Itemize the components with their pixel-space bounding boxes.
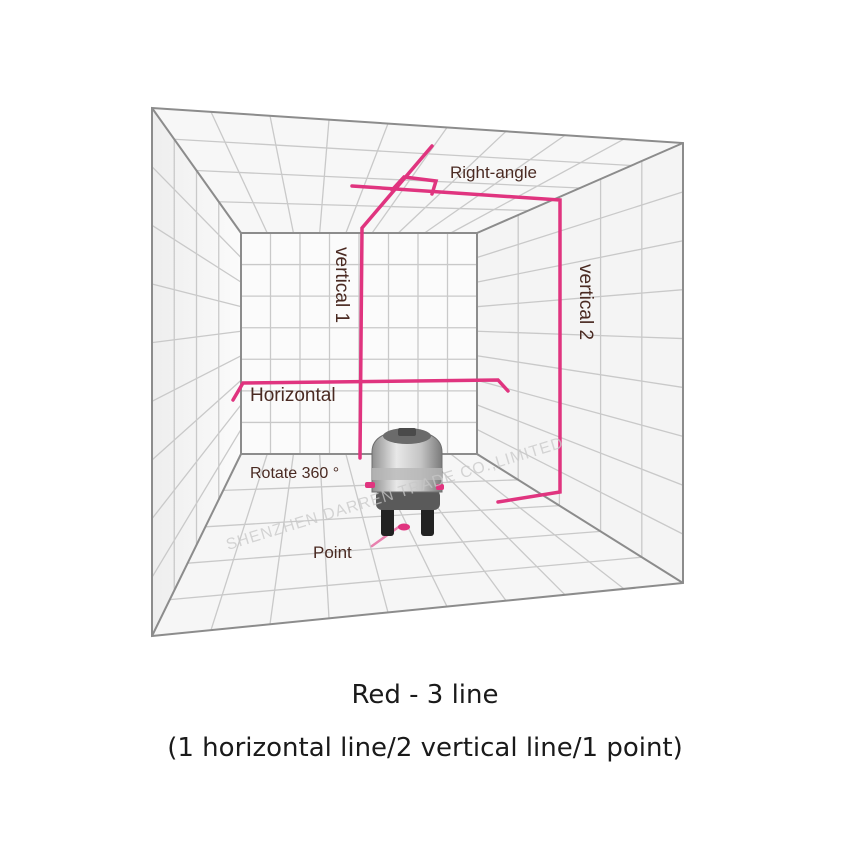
label-vertical-1: vertical 1: [331, 247, 352, 323]
laser-right-angle-marker: [390, 175, 439, 196]
laser-point: [398, 523, 410, 531]
laser-horizontal: [231, 378, 510, 402]
device-knob: [398, 428, 416, 436]
device-window-band: [372, 468, 442, 480]
right-wall: [477, 143, 683, 583]
label-point: Point: [313, 543, 352, 562]
ceiling: [152, 108, 683, 233]
label-right-angle: Right-angle: [450, 163, 537, 182]
device-base: [376, 490, 440, 510]
caption-title: Red - 3 line: [351, 680, 499, 710]
caption-detail: (1 horizontal line/2 vertical line/1 poi…: [167, 733, 683, 763]
room-edges: [151, 106, 684, 638]
device-emitter-right: [436, 484, 444, 490]
label-horizontal: Horizontal: [250, 385, 336, 406]
label-rotate: Rotate 360 °: [250, 465, 339, 482]
laser-level-device: [365, 428, 444, 536]
label-vertical-2: vertical 2: [575, 264, 596, 340]
laser-vertical-2: [350, 184, 562, 504]
device-emitter-left: [365, 482, 375, 488]
